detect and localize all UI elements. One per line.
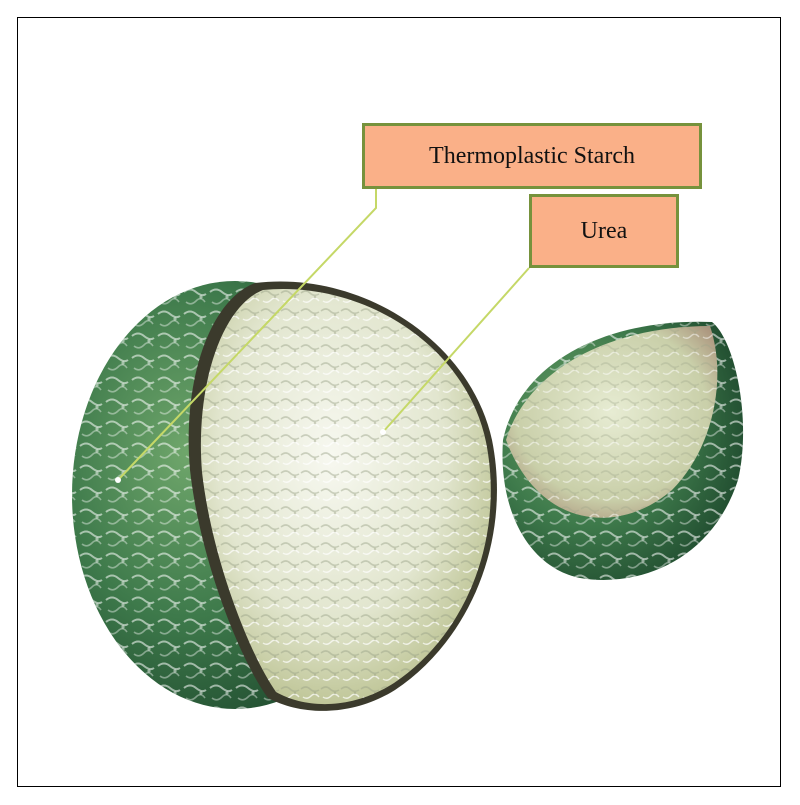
urea-label: Urea	[529, 194, 679, 268]
urea-pointer-dot	[380, 429, 386, 435]
open-half-shell	[502, 322, 743, 580]
thermoplastic-starch-label: Thermoplastic Starch	[362, 123, 702, 189]
urea-label-text: Urea	[581, 218, 628, 245]
starch-pointer-dot	[115, 477, 121, 483]
thermoplastic-starch-label-text: Thermoplastic Starch	[429, 143, 635, 170]
